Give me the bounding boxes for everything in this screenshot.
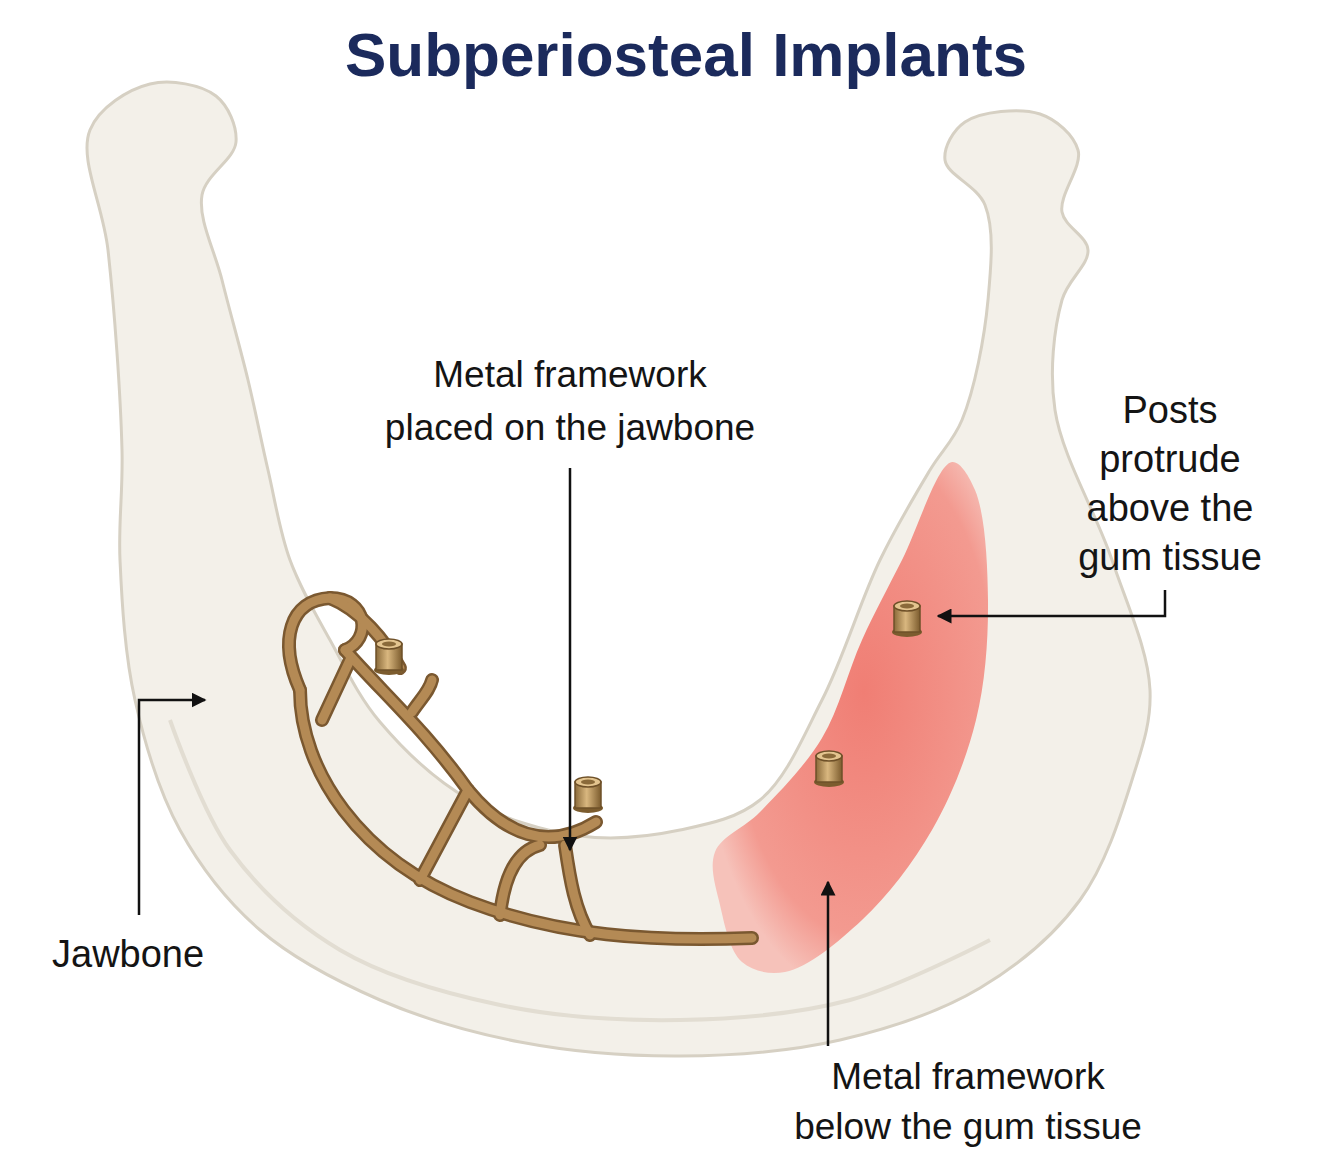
implant-post xyxy=(573,777,603,813)
posts-label: Posts protrude above the gum tissue xyxy=(1068,386,1272,582)
implant-post xyxy=(892,601,922,637)
framework-label: Metal framework placed on the jawbone xyxy=(378,348,762,454)
framework-outline xyxy=(412,680,432,712)
post-top xyxy=(575,777,601,787)
post-hole xyxy=(382,641,396,646)
gum-tissue xyxy=(713,462,988,973)
leader-arrow xyxy=(139,700,205,915)
framework-outline xyxy=(500,845,540,915)
jawbone-label: Jawbone xyxy=(52,930,252,978)
framework-gum-label: Metal framework below the gum tissue xyxy=(786,1052,1150,1152)
post-top xyxy=(894,601,920,611)
leader-arrow xyxy=(938,590,1165,616)
framework-outline xyxy=(300,690,752,939)
metal-framework xyxy=(345,650,596,837)
framework-outline xyxy=(345,650,596,837)
metal-framework xyxy=(420,790,468,880)
diagram-title: Subperiosteal Implants xyxy=(186,18,1186,92)
post-top xyxy=(376,639,402,649)
framework-outline xyxy=(565,845,590,935)
post-hole xyxy=(581,779,595,784)
metal-framework xyxy=(565,845,590,935)
post-hole xyxy=(822,753,836,758)
framework-outline xyxy=(420,790,468,880)
post-hole xyxy=(900,603,914,608)
metal-framework xyxy=(500,845,540,915)
implant-post xyxy=(814,751,844,787)
leader-arrow xyxy=(569,468,572,850)
metal-framework xyxy=(300,690,752,939)
implant-post xyxy=(374,639,404,675)
leader-arrow xyxy=(827,882,830,1046)
jawbone-shape xyxy=(87,82,1150,1056)
metal-framework xyxy=(412,680,432,712)
framework-outline xyxy=(322,660,350,720)
post-top xyxy=(816,751,842,761)
metal-framework xyxy=(322,660,350,720)
